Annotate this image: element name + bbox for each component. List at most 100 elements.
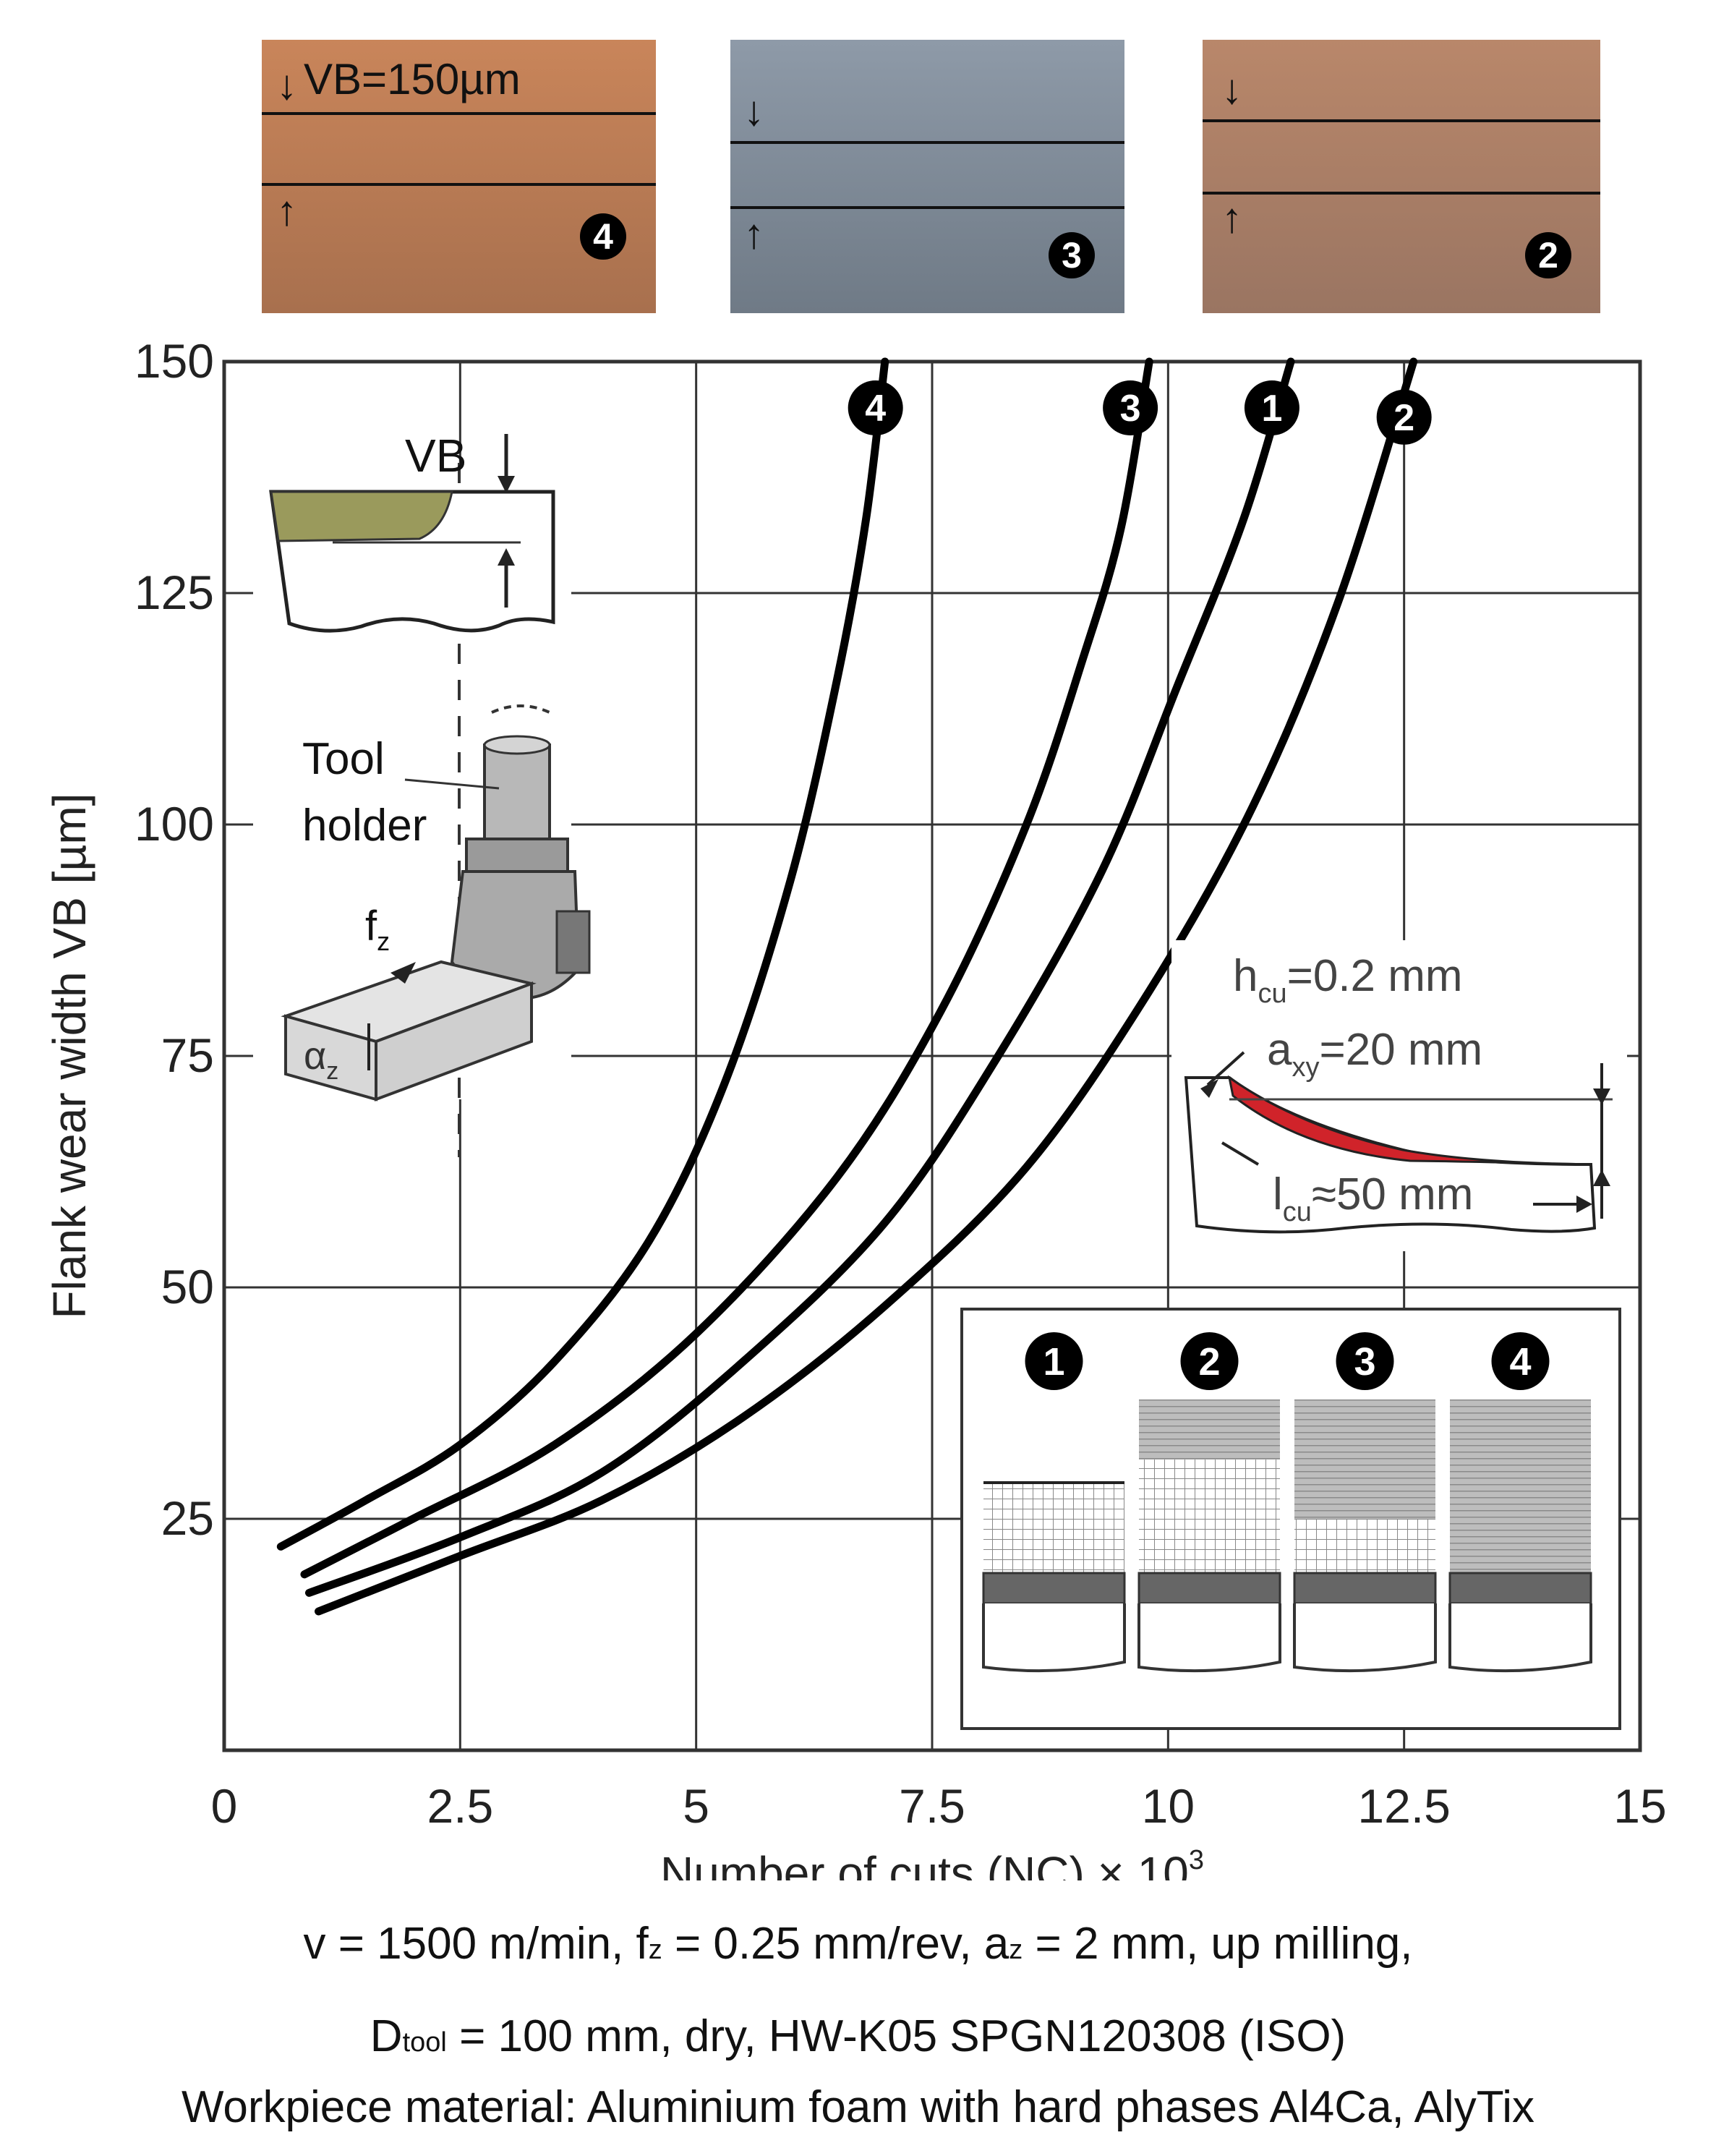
- curve-badge-label: 4: [865, 388, 886, 430]
- vb-label: VB: [405, 430, 466, 482]
- x-tick-label: 2.5: [427, 1779, 493, 1833]
- arrow-down-icon: ↓: [276, 61, 297, 108]
- az-label: αz: [304, 1034, 338, 1085]
- curve-badge-4: [848, 380, 903, 435]
- arrow-up-icon: [1593, 1169, 1610, 1186]
- tool-label-line2: holder: [302, 801, 427, 851]
- tool-leader-line: [404, 778, 500, 790]
- arrow-down-icon: ↓: [1221, 66, 1242, 113]
- legend-badge-label: 2: [1198, 1340, 1220, 1384]
- axy-label: axy=20 mm: [1267, 1025, 1482, 1083]
- legend-badge: [1180, 1332, 1239, 1390]
- wear-line-top: [730, 141, 1124, 144]
- x-tick-label: 10: [1142, 1779, 1195, 1833]
- photo-badge: 2: [1525, 232, 1571, 278]
- curve-badge-label: 1: [1261, 388, 1282, 430]
- arrow-icon: [1200, 1079, 1218, 1098]
- substrate-block: [1293, 1603, 1437, 1673]
- wear-photo-3: ↓ ↑ 3: [730, 40, 1124, 313]
- y-tick-label: 25: [161, 1491, 214, 1545]
- shaft-top: [483, 735, 551, 755]
- y-tick-label: 125: [135, 566, 214, 619]
- arrow-down-icon: [498, 476, 515, 493]
- legend-badge: [1491, 1332, 1550, 1390]
- y-axis-label: Flank wear width VB [µm]: [43, 793, 95, 1319]
- arrow-up-icon: ↑: [1221, 195, 1242, 242]
- wear-zone: [270, 490, 453, 542]
- footer-line-2: Dtool = 100 mm, dry, HW-K05 SPGN120308 (…: [370, 2011, 1346, 2061]
- x-tick-label: 15: [1613, 1779, 1666, 1833]
- footer-line-1: v = 1500 m/min, fz = 0.25 mm/rev, az = 2…: [303, 1919, 1413, 1969]
- arrow-down-icon: [1593, 1088, 1610, 1105]
- wear-photo-2: ↓ ↑ 2: [1203, 40, 1600, 313]
- x-axis-label: Number of cuts (NC) × 103: [660, 1845, 1204, 1880]
- curve-badge-1: [1244, 380, 1299, 435]
- photo-badge: 4: [580, 213, 626, 260]
- mesh-layer: [1139, 1460, 1280, 1573]
- substrate-block: [1137, 1603, 1281, 1673]
- wear-photo-4: ↓ ↑ VB=150µm 4: [262, 40, 656, 313]
- plot-frame: [222, 359, 1642, 1752]
- tool-holder-shaft: [483, 743, 551, 848]
- wear-line-top: [1203, 119, 1600, 122]
- y-tick-label: 150: [135, 334, 214, 388]
- footer-line-3: Workpiece material: Aluminium foam with …: [181, 2082, 1535, 2132]
- curve-badge-3: [1103, 380, 1158, 435]
- legend-badge: [1025, 1332, 1083, 1390]
- arrow-up-icon: ↑: [743, 210, 764, 257]
- x-tick-label: 5: [683, 1779, 709, 1833]
- layer-legend: 1 2 3 4: [960, 1308, 1621, 1730]
- y-tick-label: 100: [135, 797, 214, 851]
- wear-curve-2: [315, 357, 1418, 1616]
- x-tick-label: 7.5: [899, 1779, 965, 1833]
- cutting-insert: [555, 910, 591, 974]
- chip-geometry-inset: hcu=0.2 mm axy=20 mm lcu≈50 mm: [1171, 940, 1627, 1251]
- substrate-block: [1448, 1603, 1592, 1673]
- lcu-label: lcu≈50 mm: [1273, 1169, 1473, 1227]
- hard-phase-band: [1448, 1572, 1592, 1605]
- stripe-layer: [1450, 1399, 1591, 1573]
- arrow-right-icon: [1576, 1196, 1592, 1213]
- curve-badge-2: [1376, 389, 1432, 445]
- lcu-leader-left: [1221, 1141, 1260, 1166]
- legend-badge: [1336, 1332, 1394, 1390]
- wear-line-bottom: [262, 183, 656, 186]
- wear-curves: 4 3 1 2: [276, 357, 1432, 1616]
- legend-badge-label: 4: [1509, 1340, 1531, 1384]
- y-tick-label: 50: [161, 1260, 214, 1313]
- hard-phase-band: [982, 1572, 1126, 1605]
- wear-line-bottom: [730, 206, 1124, 209]
- mesh-layer: [983, 1483, 1124, 1573]
- stripe-layer: [1294, 1399, 1435, 1519]
- hard-phase-band: [1137, 1572, 1281, 1605]
- hcu-leader: [1206, 1051, 1245, 1086]
- wear-curve-3: [300, 357, 1153, 1579]
- curve-badge-label: 2: [1393, 397, 1414, 439]
- y-tick-label: 75: [161, 1028, 214, 1082]
- hcu-label: hcu=0.2 mm: [1233, 951, 1463, 1009]
- workpiece-side: [375, 981, 533, 1102]
- curve-badge-label: 3: [1120, 388, 1141, 430]
- wear-line-top: [262, 112, 656, 115]
- arrow-up-icon: [498, 548, 515, 566]
- tool-label-line1: Tool: [302, 734, 385, 784]
- tool-inset: VB Tool holder fz αz: [253, 430, 591, 1157]
- chip-cross-section: [1227, 1075, 1592, 1166]
- wear-curve-1: [304, 357, 1295, 1597]
- legend-columns: 1 2 3 4: [982, 1332, 1592, 1673]
- fz-arrow-icon: [390, 962, 416, 984]
- tool-flange: [465, 838, 569, 873]
- legend-badge-label: 3: [1354, 1340, 1375, 1384]
- wear-curve-4: [276, 357, 889, 1551]
- stripe-layer: [1139, 1399, 1280, 1460]
- vb-value-label: VB=150µm: [304, 55, 521, 103]
- arrow-up-icon: ↑: [276, 187, 297, 234]
- substrate-block: [982, 1603, 1126, 1673]
- x-tick-label: 12.5: [1357, 1779, 1450, 1833]
- legend-badge-label: 1: [1043, 1340, 1064, 1384]
- x-tick-label: 0: [211, 1779, 238, 1833]
- arrow-down-icon: ↓: [743, 88, 764, 135]
